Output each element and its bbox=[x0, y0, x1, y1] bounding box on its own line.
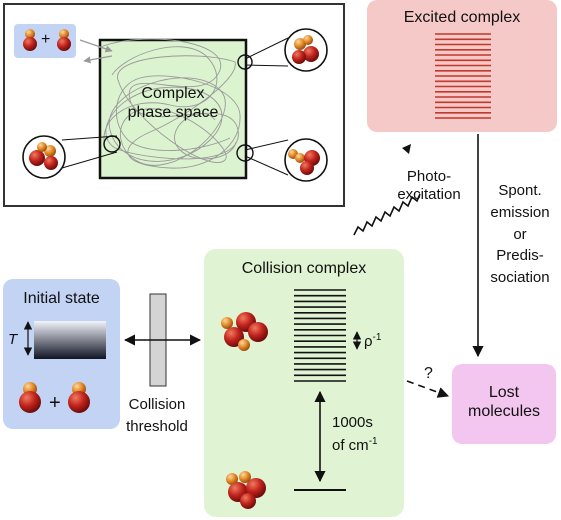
lost-molecules-label: Lost molecules bbox=[467, 384, 541, 421]
zoom-marker bbox=[103, 135, 121, 153]
initial-plus: + bbox=[49, 392, 61, 414]
temperature-gradient bbox=[34, 321, 106, 359]
collision-complex-title: Collision complex bbox=[241, 260, 367, 277]
photoexcitation-label: Photo- excitation bbox=[397, 168, 461, 203]
loss-arrow bbox=[406, 380, 450, 398]
excited-complex-title: Excited complex bbox=[403, 9, 521, 26]
temperature-symbol: T bbox=[8, 331, 18, 348]
reactant-plus: + bbox=[41, 31, 51, 48]
lost-molecules-box bbox=[452, 364, 556, 444]
phase-space-label: Complex phase space bbox=[127, 85, 219, 122]
collision-threshold-label: Collision threshold bbox=[126, 396, 188, 435]
trajectory-path bbox=[97, 38, 241, 169]
spontaneous-emission-label: Spont. emission or Predis- sociation bbox=[490, 182, 550, 286]
energy-gap-label: 1000s of cm-1 bbox=[332, 414, 378, 454]
question-mark: ? bbox=[424, 365, 433, 382]
zoom-marker bbox=[237, 54, 253, 70]
excited-levels bbox=[435, 33, 491, 119]
zoom-marker bbox=[236, 144, 254, 162]
initial-state-title: Initial state bbox=[23, 290, 100, 307]
collision-levels bbox=[294, 289, 346, 382]
level-spacing-label: ρ-1 bbox=[364, 332, 382, 351]
photoexcitation-arrow bbox=[353, 193, 421, 236]
